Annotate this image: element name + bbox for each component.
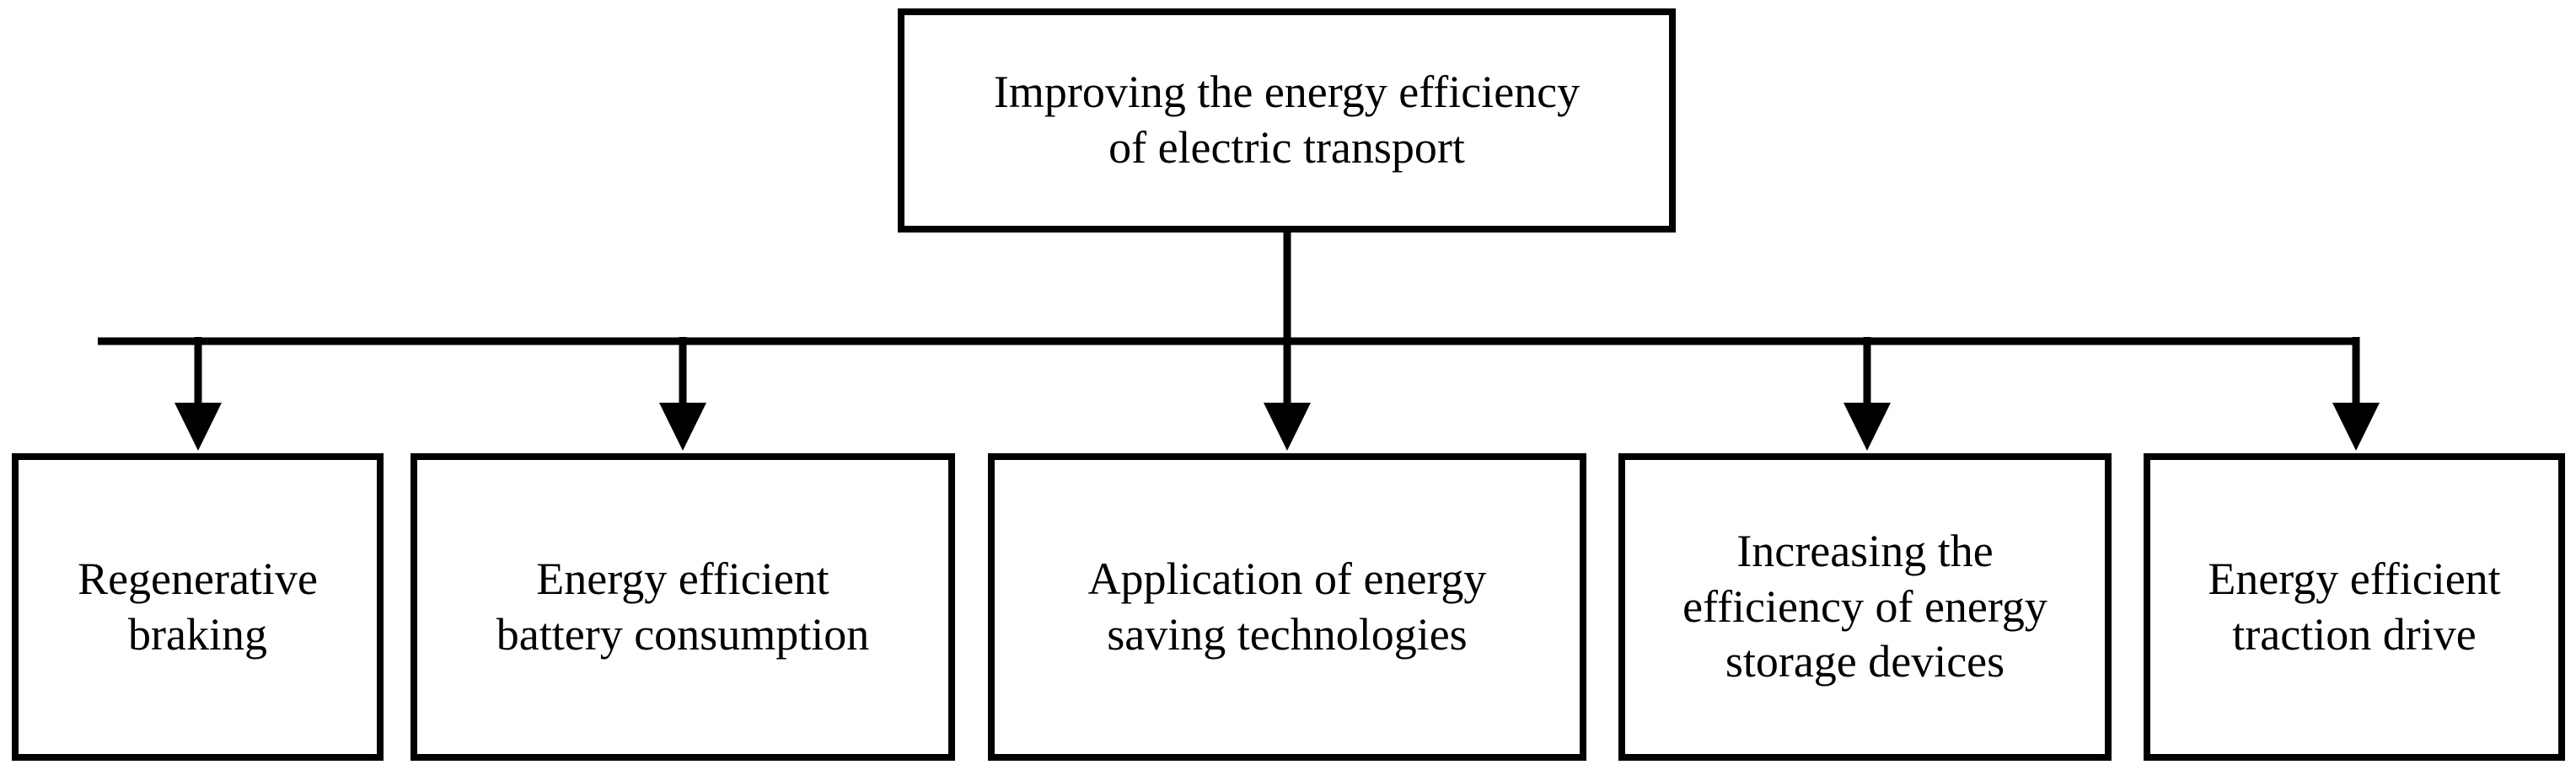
node-root-label: Improving the energy efficiency of elect… [993,67,1580,173]
arrowhead-4 [2332,403,2380,451]
arrowhead-0 [174,403,222,451]
node-application-of-energy-saving-technologies: Application of energy saving technologie… [988,453,1586,761]
arrowhead-2 [1264,403,1311,451]
node-regenerative-braking-label: Regenerative braking [78,553,318,660]
node-energy-efficient-traction-drive: Energy efficient traction drive [2144,453,2565,761]
node-energy-efficient-traction-drive-label: Energy efficient traction drive [2208,553,2501,660]
node-energy-efficient-battery-consumption: Energy efficient battery consumption [411,453,955,761]
node-increasing-efficiency-of-energy-storage-devices-label: Increasing the efficiency of energy stor… [1682,525,2047,687]
node-energy-efficient-battery-consumption-label: Energy efficient battery consumption [496,553,870,660]
node-root: Improving the energy efficiency of elect… [898,8,1676,233]
arrowhead-1 [659,403,706,451]
node-increasing-efficiency-of-energy-storage-devices: Increasing the efficiency of energy stor… [1618,453,2112,761]
arrowhead-3 [1843,403,1891,451]
node-application-of-energy-saving-technologies-label: Application of energy saving technologie… [1087,553,1487,660]
node-regenerative-braking: Regenerative braking [12,453,384,761]
